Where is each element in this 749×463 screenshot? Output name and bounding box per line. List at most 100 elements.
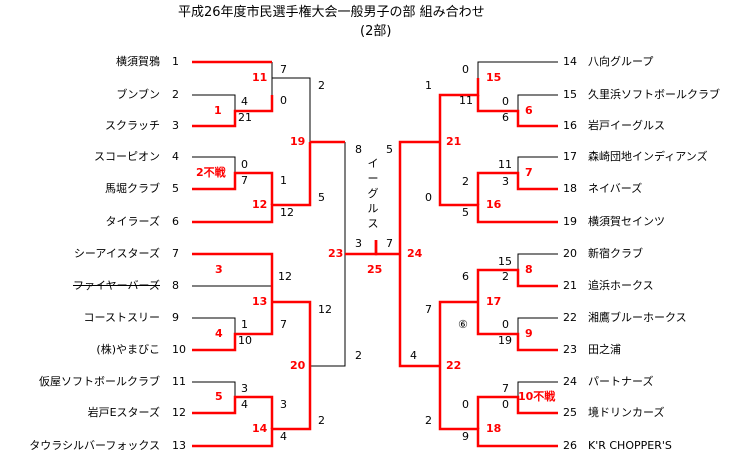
- left-team-number: 9: [172, 311, 179, 324]
- bracket-line: [517, 381, 558, 397]
- right-team-name: 追浜ホークス: [588, 279, 654, 292]
- bracket-line: [477, 61, 558, 78]
- bracket-line: [438, 366, 558, 448]
- left-team-number: 7: [172, 247, 179, 260]
- game-number: 12: [252, 198, 268, 211]
- game-number: 21: [446, 135, 462, 148]
- left-team-number: 5: [172, 182, 179, 195]
- bracket-line: [476, 395, 558, 429]
- bracket-line: [272, 300, 312, 366]
- bracket-line: [192, 381, 236, 397]
- left-team-name: タイラーズ: [105, 215, 160, 228]
- left-team-name: シーアイスターズ: [73, 247, 160, 260]
- right-team-name: 境ドリンカーズ: [588, 406, 665, 419]
- left-team-number: 2: [172, 88, 179, 101]
- game-number: 9: [525, 327, 533, 340]
- score-value: 2: [318, 79, 325, 92]
- bracket-line: [192, 171, 274, 205]
- bracket-line: [476, 171, 558, 205]
- score-value: 7: [502, 382, 509, 395]
- score-value: 7: [280, 63, 287, 76]
- score-value: 3: [241, 382, 248, 395]
- left-team-name: 仮屋ソフトボールクラブ: [39, 375, 160, 388]
- left-team-name: ブンブン: [116, 88, 160, 101]
- game-number: 16: [486, 198, 502, 211]
- score-value: 1: [425, 79, 432, 92]
- score-value: 19: [498, 334, 512, 347]
- bracket-line: [310, 254, 346, 367]
- bracket-line: [192, 366, 312, 448]
- left-team-name: 岩戸Eスターズ: [87, 406, 160, 419]
- score-value: 11: [459, 94, 473, 107]
- score-value: 4: [280, 430, 287, 443]
- score-value: 0: [241, 158, 248, 171]
- left-team-number: 6: [172, 215, 179, 228]
- right-team-name: 湘鷹ブルーホークス: [588, 311, 687, 324]
- right-team-name: ネイバーズ: [588, 182, 643, 195]
- right-team-number: 20: [563, 247, 577, 260]
- game-number: 1: [214, 104, 222, 117]
- game-number: 19: [290, 135, 306, 148]
- score-value: 0: [502, 318, 509, 331]
- score-value: 21: [238, 111, 252, 124]
- score-value: 15: [498, 255, 512, 268]
- bracket-line: [476, 268, 558, 302]
- score-value: ⑥: [458, 318, 468, 331]
- right-team-number: 19: [563, 215, 577, 228]
- score-value: 2: [425, 414, 432, 427]
- right-team-number: 22: [563, 311, 577, 324]
- score-value: 0: [502, 398, 509, 411]
- left-team-number: 11: [172, 375, 186, 388]
- left-team-name: スクラッチ: [105, 119, 160, 132]
- bracket-line: [192, 253, 273, 270]
- right-team-name: 八向グループ: [588, 55, 654, 68]
- score-value: 4: [241, 95, 248, 108]
- left-team-number: 12: [172, 406, 186, 419]
- score-value: 7: [280, 318, 287, 331]
- right-team-number: 14: [563, 55, 577, 68]
- score-value: 10: [238, 334, 252, 347]
- right-team-name: 久里浜ソフトボールクラブ: [588, 88, 720, 101]
- game-number: 24: [407, 247, 423, 260]
- score-value: 3: [280, 398, 287, 411]
- game-number: 7: [525, 166, 533, 179]
- score-value: 3: [502, 175, 509, 188]
- right-team-name: 岩戸イーグルス: [588, 119, 665, 132]
- champion-name: イーグルス: [367, 157, 379, 230]
- game-number: 22: [446, 359, 462, 372]
- bracket-line: [438, 142, 558, 224]
- bracket-line: [517, 94, 558, 111]
- score-value: 5: [318, 191, 325, 204]
- right-team-number: 16: [563, 119, 577, 132]
- score-value: 1: [280, 174, 287, 187]
- left-team-name: ファイヤーバーズ: [72, 279, 160, 292]
- page-title: 平成26年度市民選手権大会一般男子の部 組み合わせ: [178, 5, 485, 20]
- bracket-line: [398, 140, 440, 254]
- right-team-name: K'R CHOPPER'S: [588, 439, 672, 452]
- game-number: 4: [215, 327, 223, 340]
- game-number: 14: [252, 422, 268, 435]
- score-value: 2: [462, 175, 469, 188]
- right-team-number: 26: [563, 439, 577, 452]
- right-team-number: 24: [563, 375, 577, 388]
- game-number: 10不戦: [518, 390, 556, 403]
- left-team-name: コーストスリー: [83, 311, 160, 324]
- left-team-number: 10: [172, 343, 186, 356]
- score-value: 2: [502, 270, 509, 283]
- score-value: 4: [241, 398, 248, 411]
- game-number: 20: [290, 359, 306, 372]
- score-value: 2: [318, 414, 325, 427]
- bracket-line: [438, 300, 478, 366]
- right-team-name: 新宿クラブ: [588, 247, 643, 260]
- right-team-name: 田之浦: [588, 343, 621, 356]
- page-subtitle: (2部): [360, 24, 392, 39]
- bracket-line: [192, 395, 274, 429]
- bracket-line: [438, 78, 480, 142]
- bracket-line: [192, 142, 312, 224]
- score-value: 0: [462, 63, 469, 76]
- left-team-number: 13: [172, 439, 186, 452]
- score-value: 12: [278, 270, 292, 283]
- bracket-line: [192, 95, 274, 128]
